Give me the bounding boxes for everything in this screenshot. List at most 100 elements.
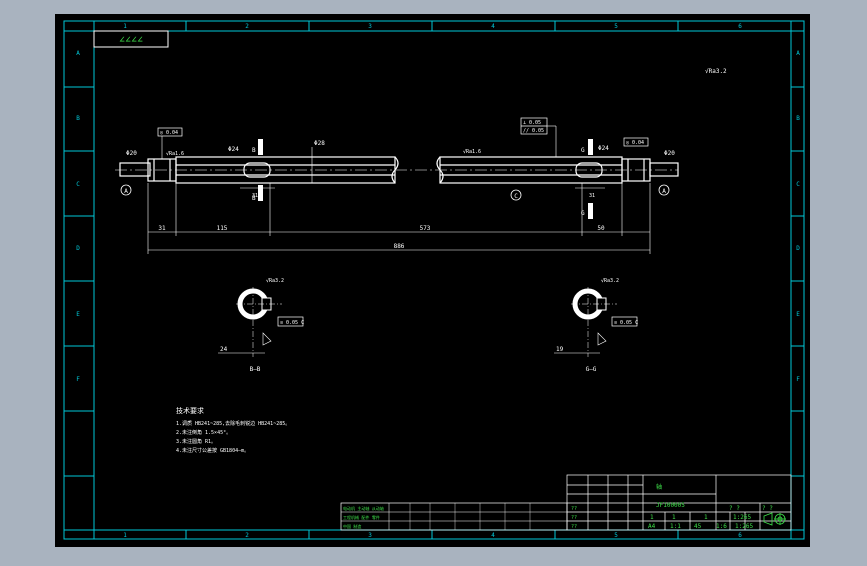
section-mark-g-bottom: G — [581, 210, 585, 217]
section-b-frame: ≡ 0.05 C — [280, 320, 304, 326]
zone-left-e: E — [76, 311, 80, 318]
outer-border — [63, 20, 805, 540]
section-cut-b-bottom — [258, 185, 263, 201]
scale: 1:6 — [716, 523, 727, 530]
right-frame-b: // 0.05 — [523, 128, 544, 134]
design-cell-3: ?? — [571, 524, 577, 530]
zone-bottom-2: 2 — [245, 532, 249, 539]
zone-bottom-1: 1 — [123, 532, 127, 539]
right-dia-collar: Φ24 — [598, 145, 609, 152]
stamp-row-2: 工程机械 配件 零件 — [343, 514, 380, 520]
zone-left-c: C — [76, 181, 80, 188]
sheet-background — [55, 14, 810, 547]
title-block — [566, 474, 792, 531]
section-g-roughness: √Ra3.2 — [601, 278, 619, 284]
zone-left-f: F — [76, 376, 80, 383]
left-dia-collar: Φ24 — [228, 146, 239, 153]
notes-line-1: 1.调质 HB241~285,去除毛刺锐边 HB241~285。 — [176, 420, 290, 427]
sheet-ratio: 1:1 — [670, 523, 681, 530]
zone-bottom-3: 3 — [368, 532, 372, 539]
right-tolerance-frame: ◎ 0.04 — [626, 140, 644, 146]
zone-left-d: D — [76, 245, 80, 252]
right-datum-center: C — [514, 193, 518, 200]
projection-label: A4 — [648, 523, 656, 530]
left-roughness: √Ra1.6 — [166, 151, 184, 157]
part-name: 轴 — [656, 483, 662, 491]
right-groove-dim: 31 — [589, 193, 595, 199]
right-frame-a: ⊥ 0.05 — [523, 120, 541, 126]
zone-top-5: 5 — [614, 23, 618, 30]
corner-stamp-box — [93, 30, 169, 48]
zone-right-e: E — [796, 311, 800, 318]
dim-31: 31 — [158, 225, 166, 232]
dim-115: 115 — [217, 225, 228, 232]
section-g-label: G—G — [586, 366, 597, 373]
left-annotations: Φ20 ◎ 0.04 √Ra1.6 Φ24 Φ28 A 31 — [120, 127, 325, 199]
section-b-label: B—B — [250, 366, 261, 373]
stamp-row-3: 中国 制造 — [343, 523, 361, 529]
section-b-view: B—B √Ra3.2 ≡ 0.05 C 24 — [218, 278, 304, 373]
qty-1: 1 — [650, 514, 654, 521]
section-cut-g-bottom — [588, 203, 593, 219]
material: 45 — [694, 523, 702, 530]
left-dia-main: Φ28 — [314, 140, 325, 147]
revision-right: ? ? — [762, 505, 773, 512]
qty-2: 1 — [672, 514, 676, 521]
drawing-number: JF100005 — [656, 502, 685, 509]
zone-right-b: B — [796, 115, 800, 122]
projection-symbol-icon — [763, 512, 786, 526]
right-annotations: ⊥ 0.05 // 0.05 √Ra1.6 Φ24 ◎ 0.04 Φ20 C A… — [463, 117, 675, 201]
right-roughness: √Ra1.6 — [463, 149, 481, 155]
notes-title: 技术要求 — [176, 406, 204, 415]
section-b-roughness: √Ra3.2 — [266, 278, 284, 284]
zone-left-b: B — [76, 115, 80, 122]
section-g-view: G—G √Ra3.2 ≡ 0.05 C 19 — [554, 278, 638, 373]
left-groove-dim: 31 — [252, 193, 258, 199]
section-g-depth: 19 — [556, 346, 564, 353]
right-datum-end: A — [662, 188, 666, 195]
notes-line-4: 4.未注尺寸公差按 GB1804—m。 — [176, 447, 249, 454]
left-dia-end: Φ20 — [126, 150, 137, 157]
section-mark-b-bottom: B — [252, 195, 256, 202]
shaft-right — [436, 156, 679, 184]
zone-top-4: 4 — [491, 23, 495, 30]
zone-bottom-5: 5 — [614, 532, 618, 539]
dim-50: 50 — [597, 225, 605, 232]
corner-stamp: ∠∠∠∠ — [119, 35, 143, 46]
section-g-frame: ≡ 0.05 C — [614, 320, 638, 326]
design-cell-1: ?? — [571, 506, 577, 512]
section-b-depth: 24 — [220, 346, 228, 353]
zone-bottom-6: 6 — [738, 532, 742, 539]
dim-overall: 886 — [394, 243, 405, 250]
section-mark-g-top: G — [581, 147, 585, 154]
zone-left-a: A — [76, 50, 80, 57]
qty-3: 1 — [704, 514, 708, 521]
section-cut-g-top — [588, 139, 593, 155]
stamp-row-1: 电动机 主动轴 从动轴 — [343, 505, 384, 511]
dim-573: 573 — [420, 225, 431, 232]
notes-line-3: 3.未注圆角 R1。 — [176, 438, 216, 445]
zone-top-3: 3 — [368, 23, 372, 30]
zone-top-6: 6 — [738, 23, 742, 30]
zone-top-1: 1 — [123, 23, 127, 30]
section-mark-b-top: B — [252, 147, 256, 154]
zone-top-2: 2 — [245, 23, 249, 30]
section-cut-b-top — [258, 139, 263, 155]
design-cell-2: ?? — [571, 515, 577, 521]
zone-right-c: C — [796, 181, 800, 188]
right-dia-end: Φ20 — [664, 150, 675, 157]
technical-notes: 技术要求 1.调质 HB241~285,去除毛刺锐边 HB241~285。 2.… — [176, 406, 290, 454]
revision-left: ? ? — [729, 505, 740, 512]
weight: 1:265 — [733, 514, 751, 521]
zone-right-f: F — [796, 376, 800, 383]
zone-bottom-4: 4 — [491, 532, 495, 539]
zone-right-a: A — [796, 50, 800, 57]
left-datum: A — [124, 188, 128, 195]
zone-right-d: D — [796, 245, 800, 252]
roughness-general: √Ra3.2 — [705, 68, 727, 75]
weight-2: 1:265 — [735, 523, 753, 530]
left-tolerance-frame: ◎ 0.04 — [160, 130, 178, 136]
dimension-chain — [147, 183, 651, 254]
